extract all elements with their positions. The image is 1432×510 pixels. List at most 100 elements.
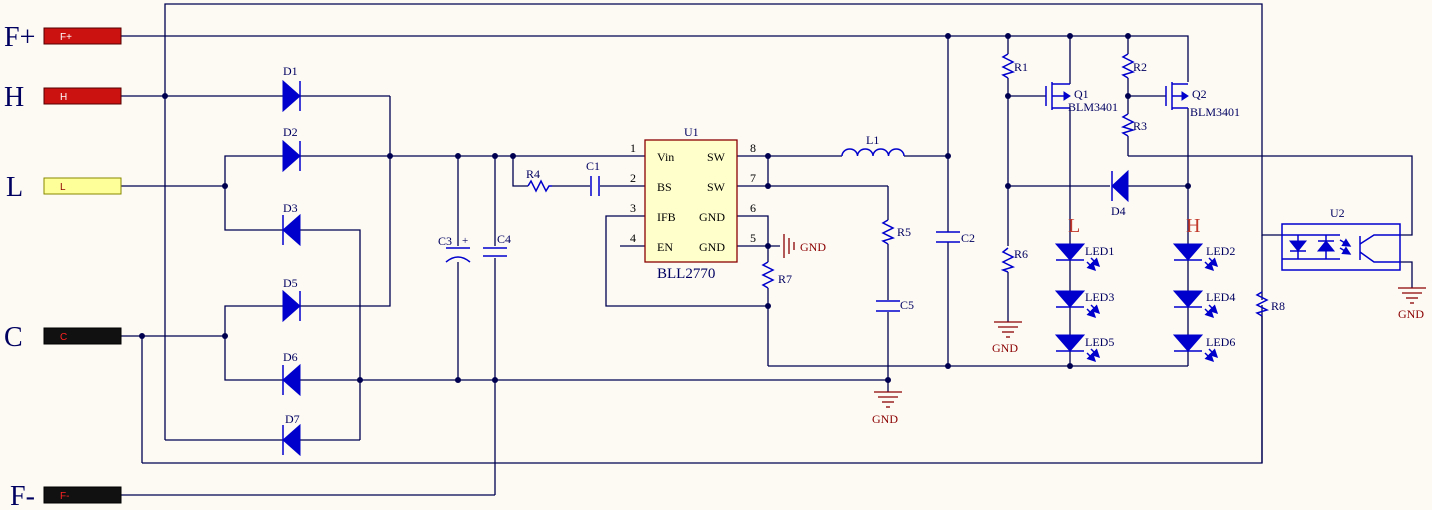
pin-num: 1 xyxy=(630,141,636,155)
resistor-r1: R1 xyxy=(1001,53,1028,79)
pin-num: 4 xyxy=(630,231,636,245)
port-label: F+ xyxy=(4,22,35,53)
port-box-text: H xyxy=(60,92,67,103)
port-label: H xyxy=(4,82,24,113)
res-label: R7 xyxy=(778,272,792,286)
inductor-label: L1 xyxy=(866,133,879,147)
diode-label: D6 xyxy=(283,350,298,364)
cap-label: C2 xyxy=(961,231,975,245)
pin-num: 7 xyxy=(750,171,756,185)
cap-label: C1 xyxy=(586,159,600,173)
pin-num: 2 xyxy=(630,171,636,185)
diode-label: D5 xyxy=(283,276,298,290)
port-label: L xyxy=(6,172,23,203)
ground-symbol-u2: GND xyxy=(1398,287,1426,321)
ground-symbol-chip: GND xyxy=(783,234,826,258)
led-label: LED1 xyxy=(1085,244,1114,258)
string-label-l: L xyxy=(1068,215,1080,237)
capacitor-c5: C5 xyxy=(876,298,914,312)
pin-num: 5 xyxy=(750,231,756,245)
led-label: LED4 xyxy=(1206,290,1235,304)
pin-name: SW xyxy=(707,150,726,164)
diode-label: D4 xyxy=(1111,204,1126,218)
pin-name: BS xyxy=(657,180,672,194)
mosfet-ref: Q2 xyxy=(1192,87,1207,101)
diode-d3: D3 xyxy=(282,201,301,247)
diode-d1: D1 xyxy=(282,64,301,113)
gnd-label: GND xyxy=(992,341,1018,355)
opto-ref: U2 xyxy=(1330,206,1345,220)
capacitor-c3: C3 + xyxy=(438,234,471,263)
led-led4: LED4 xyxy=(1172,290,1235,319)
gnd-label: GND xyxy=(800,240,826,254)
port-box xyxy=(43,327,122,345)
res-label: R1 xyxy=(1014,60,1028,74)
port-l: L L xyxy=(6,172,122,203)
port-label: C xyxy=(4,322,23,353)
port-box-text: L xyxy=(60,182,66,193)
pin-num: 8 xyxy=(750,141,756,155)
mosfet-part: BLM3401 xyxy=(1068,100,1118,114)
port-box xyxy=(43,177,122,195)
string-label-h: H xyxy=(1186,215,1200,237)
ground-symbol-r6: GND xyxy=(992,321,1022,355)
mosfet-q2: Q2 BLM3401 xyxy=(1165,82,1240,119)
pin-name: EN xyxy=(657,240,673,254)
junctions xyxy=(139,33,1191,383)
chip-u1: U1 BLL2770 1 Vin 2 BS 3 IFB 4 EN 8 SW 7 … xyxy=(630,125,756,282)
port-f-minus: F- F- xyxy=(10,481,122,510)
led-label: LED6 xyxy=(1206,335,1235,349)
led-led6: LED6 xyxy=(1172,334,1235,363)
pin-name: IFB xyxy=(657,210,676,224)
cap-label: C3 xyxy=(438,234,452,248)
diode-d2: D2 xyxy=(282,125,301,173)
port-box xyxy=(43,27,122,45)
cap-label: C4 xyxy=(497,232,511,246)
gnd-label: GND xyxy=(872,412,898,426)
resistor-r7: R7 xyxy=(761,261,792,289)
res-label: R6 xyxy=(1014,247,1028,261)
led-label: LED5 xyxy=(1085,335,1114,349)
capacitor-c1: C1 xyxy=(586,159,600,196)
cap-label: C5 xyxy=(900,298,914,312)
diode-d5: D5 xyxy=(282,276,301,323)
res-label: R8 xyxy=(1271,299,1285,313)
resistor-r2: R2 xyxy=(1121,53,1147,79)
pin-num: 3 xyxy=(630,201,636,215)
res-label: R2 xyxy=(1133,60,1147,74)
chip-ref: U1 xyxy=(684,125,699,139)
mosfet-q1: Q1 BLM3401 xyxy=(1045,82,1118,114)
diode-label: D7 xyxy=(285,412,300,426)
chip-name: BLL2770 xyxy=(657,266,715,282)
capacitor-c2: C2 xyxy=(936,231,975,245)
mosfet-ref: Q1 xyxy=(1074,87,1089,101)
port-label: F- xyxy=(10,481,35,510)
res-label: R5 xyxy=(897,225,911,239)
led-led2: LED2 xyxy=(1172,243,1235,272)
pin-name: GND xyxy=(699,240,725,254)
resistor-r5: R5 xyxy=(881,219,911,245)
pin-num: 6 xyxy=(750,201,756,215)
diode-d7: D7 xyxy=(282,412,301,457)
diode-d4: D4 xyxy=(1111,169,1129,218)
port-box xyxy=(43,486,122,504)
port-f-plus: F+ F+ xyxy=(4,22,122,53)
led-label: LED2 xyxy=(1206,244,1235,258)
gnd-label: GND xyxy=(1398,307,1424,321)
port-box-text: C xyxy=(60,332,67,343)
led-label: LED3 xyxy=(1085,290,1114,304)
diode-label: D2 xyxy=(283,125,298,139)
diode-d6: D6 xyxy=(282,350,301,397)
diode-label: D1 xyxy=(283,64,298,78)
port-box xyxy=(43,87,122,105)
res-label: R3 xyxy=(1133,119,1147,133)
res-label: R4 xyxy=(526,167,540,181)
wires xyxy=(121,3,1413,496)
port-box-text: F+ xyxy=(60,32,72,43)
pin-name: GND xyxy=(699,210,725,224)
resistor-r3: R3 xyxy=(1120,113,1147,137)
inductor-l1: L1 xyxy=(841,133,905,157)
pin-name: SW xyxy=(707,180,726,194)
port-h: H H xyxy=(4,82,122,113)
mosfet-part: BLM3401 xyxy=(1190,105,1240,119)
